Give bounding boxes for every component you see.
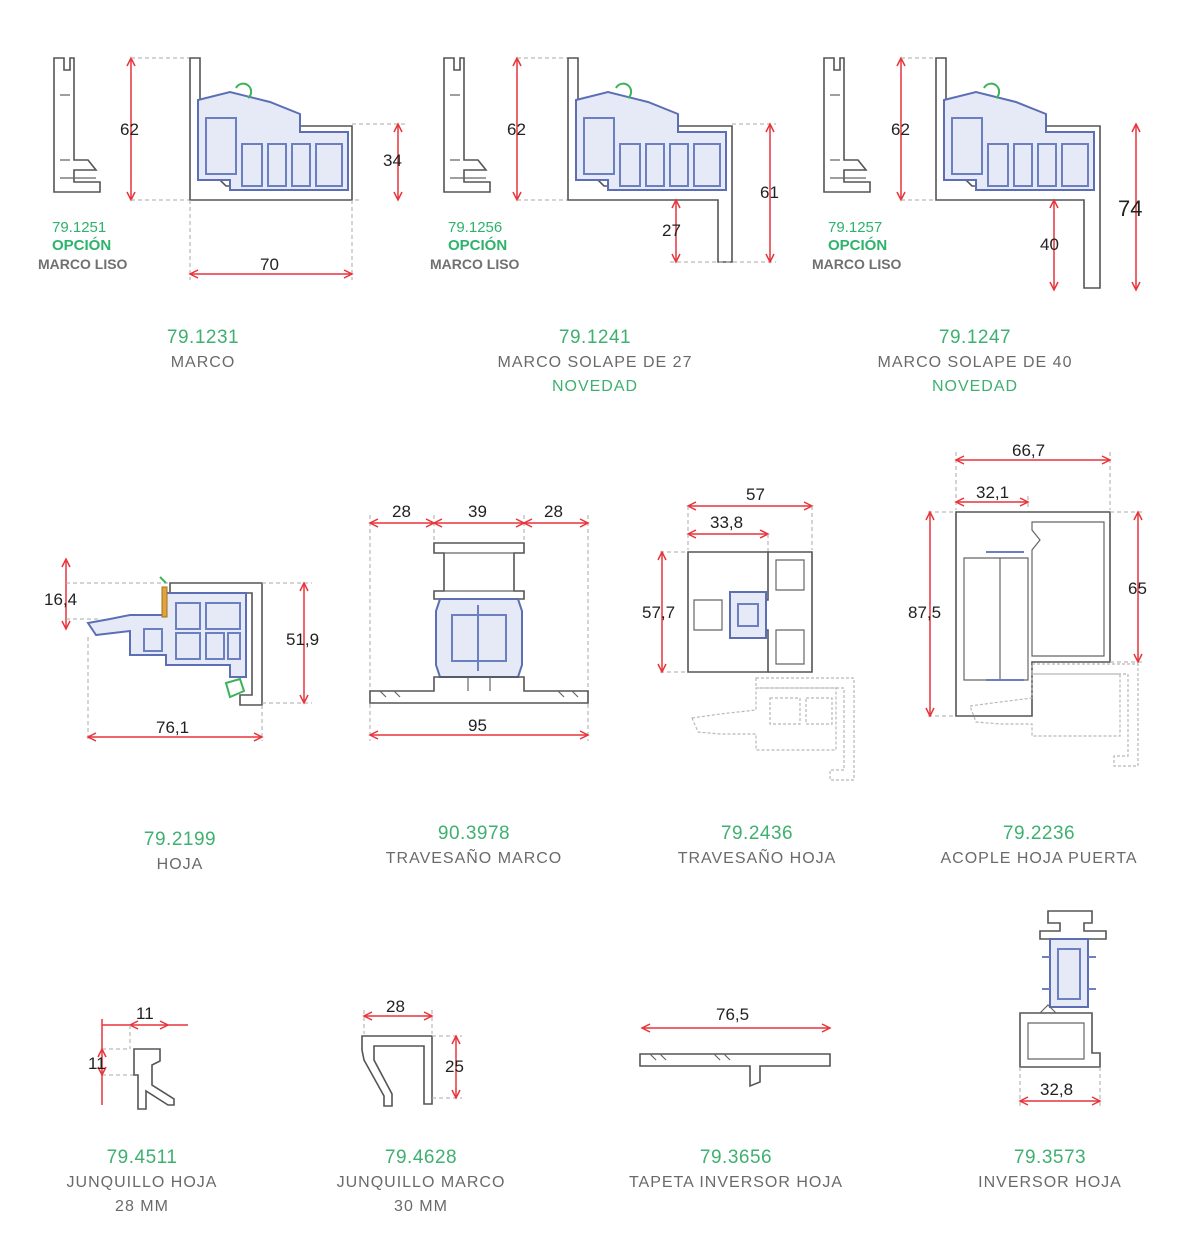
- profile-drawing-79-2436: 57 33,8 57,7: [630, 480, 880, 790]
- profile-code: 79.1247: [938, 327, 1012, 348]
- profile-drawing-79-1241: 79.1256 OPCIÓN MARCO LISO 62 61 27: [420, 40, 790, 280]
- profile-drawing-79-4628: 28 25: [340, 990, 480, 1120]
- dim-center: 39: [468, 502, 487, 521]
- caption-79-1231: 79.1231 MARCO: [63, 325, 343, 375]
- profile-drawing-79-1231: 79.1251 OPCIÓN MARCO LISO 62 34 70: [30, 40, 406, 290]
- dim-width: 76,1: [156, 718, 189, 737]
- option-label: OPCIÓN: [52, 236, 111, 254]
- profile-name: TRAVESAÑO HOJA: [677, 850, 837, 867]
- option-sub: MARCO LISO: [812, 256, 902, 272]
- profile-drawing-79-3656: 76,5: [630, 1000, 850, 1100]
- dim-right: 28: [544, 502, 563, 521]
- dim-width: 57: [746, 485, 765, 504]
- dim-total-height: 61: [760, 183, 779, 202]
- profile-code: 79.2436: [720, 823, 794, 844]
- profile-code: 79.4628: [384, 1147, 458, 1168]
- dim-width: 11: [136, 1004, 154, 1023]
- dim-overlap: 40: [1040, 235, 1059, 254]
- profile-name: MARCO: [170, 354, 236, 371]
- dim-height: 87,5: [908, 603, 941, 622]
- profile-drawing-79-2236: 66,7 32,1 87,5 65: [900, 440, 1170, 790]
- profile-name: MARCO SOLAPE DE 40: [877, 354, 1073, 371]
- profile-drawing-90-3978: 28 39 28 95: [360, 495, 600, 755]
- caption-79-3573: 79.3573 INVERSOR HOJA: [910, 1145, 1190, 1195]
- dim-height: 62: [891, 120, 910, 139]
- profile-name: INVERSOR HOJA: [978, 1174, 1122, 1191]
- dim-leaf-height: 65: [1128, 579, 1147, 598]
- caption-79-1241: 79.1241 MARCO SOLAPE DE 27 NOVEDAD: [455, 325, 735, 399]
- caption-79-3656: 79.3656 TAPETA INVERSOR HOJA: [596, 1145, 876, 1195]
- profile-code: 79.3656: [699, 1147, 773, 1168]
- option-sub: MARCO LISO: [430, 256, 520, 272]
- option-code: 79.1251: [52, 219, 106, 236]
- option-code: 79.1257: [828, 219, 882, 236]
- profile-name-line2: 28 MM: [115, 1198, 169, 1215]
- caption-79-2436: 79.2436 TRAVESAÑO HOJA: [617, 821, 897, 871]
- caption-79-4511: 79.4511 JUNQUILLO HOJA 28 MM: [2, 1145, 282, 1219]
- dim-height: 11: [88, 1054, 106, 1073]
- profile-name-line2: 30 MM: [394, 1198, 448, 1215]
- dim-width: 28: [386, 997, 405, 1016]
- profile-name: TRAVESAÑO MARCO: [385, 850, 563, 867]
- dim-width: 66,7: [1012, 441, 1045, 460]
- profile-code: 79.2236: [1002, 823, 1076, 844]
- profile-code: 90.3978: [437, 823, 511, 844]
- caption-90-3978: 90.3978 TRAVESAÑO MARCO: [334, 821, 614, 871]
- dim-total-height: 74: [1118, 196, 1142, 221]
- dim-height: 25: [445, 1057, 464, 1076]
- caption-79-4628: 79.4628 JUNQUILLO MARCO 30 MM: [281, 1145, 561, 1219]
- option-label: OPCIÓN: [828, 236, 887, 254]
- profile-drawing-79-2199: 16,4 51,9 76,1: [40, 545, 340, 755]
- dim-width: 32,8: [1040, 1080, 1073, 1099]
- dim-width: 95: [468, 716, 487, 735]
- profile-code: 79.1231: [166, 327, 240, 348]
- option-code: 79.1256: [448, 219, 502, 236]
- caption-79-2199: 79.2199 HOJA: [40, 827, 320, 877]
- profile-name: JUNQUILLO HOJA: [66, 1174, 218, 1191]
- profile-drawing-79-1247: 79.1257 OPCIÓN MARCO LISO 62 74 40: [800, 40, 1170, 300]
- profile-drawing-79-3573: 32,8: [1000, 905, 1130, 1115]
- profile-name: HOJA: [156, 856, 204, 873]
- dim-overlap: 27: [662, 221, 681, 240]
- dim-width: 70: [260, 255, 279, 274]
- dim-rebate: 16,4: [44, 590, 77, 609]
- dim-inner-width: 33,8: [710, 513, 743, 532]
- dim-height: 62: [120, 120, 139, 139]
- profile-code: 79.4511: [106, 1147, 178, 1168]
- dim-height: 57,7: [642, 603, 675, 622]
- profile-code: 79.2199: [143, 829, 217, 850]
- profile-name: TAPETA INVERSOR HOJA: [628, 1174, 844, 1191]
- dim-height: 51,9: [286, 630, 319, 649]
- dim-height: 62: [507, 120, 526, 139]
- profile-drawing-79-4511: 11 11: [80, 995, 220, 1115]
- option-sub: MARCO LISO: [38, 256, 128, 272]
- dim-left: 28: [392, 502, 411, 521]
- novelty-label: NOVEDAD: [551, 378, 639, 395]
- dim-inner-width: 32,1: [976, 483, 1009, 502]
- profile-code: 79.1241: [558, 327, 632, 348]
- caption-79-2236: 79.2236 ACOPLE HOJA PUERTA: [899, 821, 1179, 871]
- profile-name: MARCO SOLAPE DE 27: [497, 354, 693, 371]
- dim-overlap: 34: [383, 151, 402, 170]
- dim-width: 76,5: [716, 1005, 749, 1024]
- profile-code: 79.3573: [1013, 1147, 1087, 1168]
- profile-name: ACOPLE HOJA PUERTA: [940, 850, 1138, 867]
- option-label: OPCIÓN: [448, 236, 507, 254]
- profile-name: JUNQUILLO MARCO: [336, 1174, 506, 1191]
- novelty-label: NOVEDAD: [931, 378, 1019, 395]
- caption-79-1247: 79.1247 MARCO SOLAPE DE 40 NOVEDAD: [835, 325, 1115, 399]
